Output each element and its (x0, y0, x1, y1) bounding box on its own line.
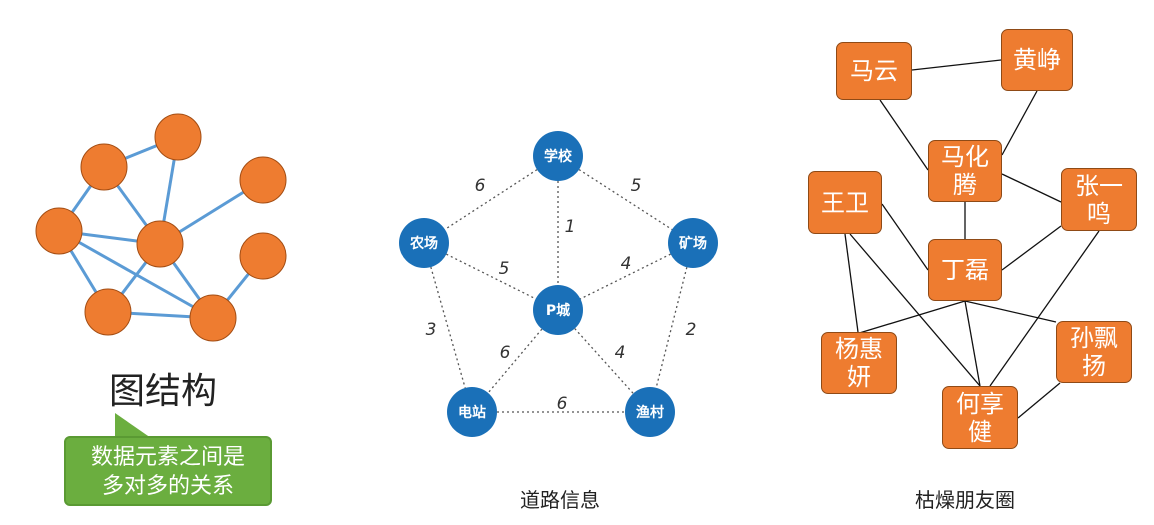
road-node-label-mine: 矿场 (679, 235, 707, 252)
callout-line-2: 多对多的关系 (101, 474, 234, 499)
graph-node (80, 143, 128, 191)
road-caption: 道路信息 (520, 488, 600, 512)
road-weight-city-station: 6 (500, 343, 511, 363)
road-edge-mine-city (557, 242, 694, 311)
person-yanghuiyan-line-2: 妍 (847, 363, 871, 391)
callout-line-1: 数据元素之间是 (90, 445, 245, 470)
person-mahuateng: 马化腾 (928, 140, 1002, 202)
person-sunpiaoyang-line-1: 孙飘 (1070, 324, 1118, 352)
graph-structure-diagram (35, 113, 287, 342)
road-weight-city-village: 4 (615, 343, 626, 363)
road-weight-mine-city: 4 (621, 254, 632, 274)
road-edge-school-mine (557, 155, 694, 244)
person-zhangyiming-line-2: 鸣 (1087, 199, 1111, 228)
friend-circle-links (844, 59, 1100, 419)
friend-link (1017, 382, 1061, 419)
callout-tail (115, 413, 151, 438)
person-yanghuiyan: 杨惠妍 (821, 332, 897, 394)
person-zhangyiming-line-1: 张一 (1075, 171, 1123, 200)
person-hexiangjian-line-1: 何享 (956, 389, 1004, 418)
road-node-station (447, 387, 497, 437)
person-hexiangjian: 何享健 (942, 386, 1018, 449)
person-yanghuiyan-line-1: 杨惠 (835, 335, 883, 363)
road-weight-school-city: 1 (565, 217, 576, 237)
friend-link (855, 300, 966, 335)
friend-link (911, 59, 1002, 71)
callout-box: 数据元素之间是 多对多的关系 (64, 436, 272, 506)
road-node-school (533, 131, 583, 181)
friend-link (964, 300, 981, 387)
road-node-label-school: 学校 (544, 148, 573, 165)
graph-node (239, 232, 287, 280)
road-node-city (533, 285, 583, 335)
friend-link (849, 233, 981, 387)
road-weight-school-mine: 5 (631, 176, 642, 196)
road-node-label-station: 电站 (458, 404, 486, 421)
friend-link (1001, 225, 1062, 271)
person-dinglei: 丁磊 (928, 239, 1002, 301)
road-node-mine (668, 218, 718, 268)
road-weight-farm-city: 5 (499, 259, 510, 279)
road-node-village (625, 387, 675, 437)
person-zhangyiming: 张一鸣 (1061, 168, 1137, 231)
graph-node (189, 294, 237, 342)
friend-link (1001, 90, 1038, 156)
friend-link (879, 99, 929, 171)
friends-caption: 枯燥朋友圈 (915, 488, 1015, 512)
person-mayun: 马云 (836, 42, 912, 100)
road-weight-mine-village: 2 (686, 320, 697, 340)
road-weight-farm-station: 3 (426, 320, 437, 340)
graph-structure-title: 图结构 (108, 371, 217, 412)
friend-link (881, 203, 929, 271)
friend-link (1001, 173, 1062, 203)
road-edge-mine-village (649, 242, 694, 413)
graph-node (35, 207, 83, 255)
road-node-label-farm: 农场 (409, 235, 438, 252)
friend-link (844, 233, 859, 333)
person-wangwei-line-1: 王卫 (821, 188, 869, 217)
graph-node (136, 220, 184, 268)
friend-link (964, 300, 1057, 323)
road-weight-station-village: 6 (557, 394, 568, 414)
road-weight-school-farm: 6 (475, 176, 486, 196)
person-wangwei: 王卫 (808, 171, 882, 234)
person-mayun-line-1: 马云 (850, 57, 898, 85)
road-node-label-city: P城 (546, 302, 570, 319)
road-edge-farm-station (423, 242, 473, 413)
person-huangzheng: 黄峥 (1001, 29, 1073, 91)
person-hexiangjian-line-2: 健 (968, 417, 992, 446)
friend-link (989, 230, 1100, 387)
road-node-farm (399, 218, 449, 268)
person-mahuateng-line-1: 马化 (941, 143, 989, 171)
person-mahuateng-line-2: 腾 (953, 171, 977, 199)
person-sunpiaoyang-line-2: 扬 (1082, 352, 1106, 380)
road-node-label-village: 渔村 (636, 404, 664, 421)
graph-node (84, 288, 132, 336)
person-huangzheng-line-1: 黄峥 (1013, 46, 1061, 74)
graph-node (154, 113, 202, 161)
person-sunpiaoyang: 孙飘扬 (1056, 321, 1132, 383)
road-edge-school-farm (423, 155, 559, 244)
graph-node (239, 156, 287, 204)
person-dinglei-line-1: 丁磊 (941, 256, 989, 284)
